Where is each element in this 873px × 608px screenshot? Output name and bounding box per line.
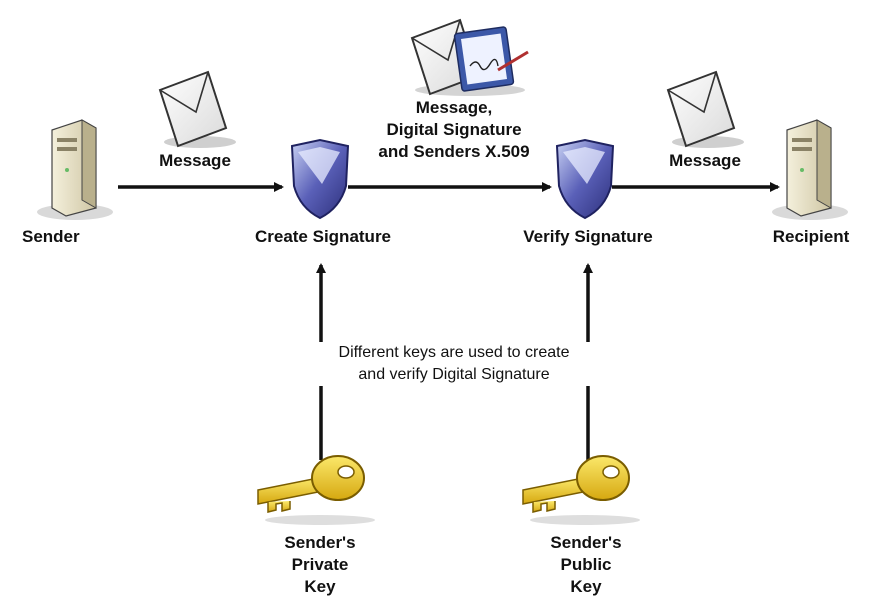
public-key-label: Sender's Public Key [518,532,654,598]
private-key-label: Sender's Private Key [252,532,388,598]
message-left-label: Message [159,151,231,170]
signed-bundle-line: Digital Signature [386,120,522,139]
signed-document-icon [410,18,529,96]
public-key-line: Sender's [550,533,622,552]
message-right-label: Message [669,151,741,170]
private-key-line: Key [304,577,336,596]
recipient-label: Recipient [772,227,850,246]
verify-signature-label: Verify Signature [523,227,653,246]
keys-note: Different keys are used to create and ve… [296,342,612,386]
key-icon [522,455,640,525]
shield-icon [555,138,615,220]
server-icon [772,119,848,220]
private-key-line: Sender's [284,533,356,552]
public-key-line: Public [560,555,612,574]
server-icon [37,119,113,220]
keys-note-line: and verify Digital Signature [358,366,550,383]
create-signature-label: Create Signature [254,227,392,246]
signed-bundle-line: Message, [415,98,493,117]
public-key-line: Key [570,577,602,596]
keys-note-line: Different keys are used to create [338,344,570,361]
shield-icon [290,138,350,220]
envelope-icon [158,70,236,148]
sender-label: Sender [22,227,80,246]
signed-bundle-line: and Senders X.509 [378,142,530,161]
signed-bundle-label: Message, Digital Signature and Senders X… [340,97,568,163]
key-icon [257,455,375,525]
envelope-icon [666,70,744,148]
private-key-line: Private [291,555,349,574]
